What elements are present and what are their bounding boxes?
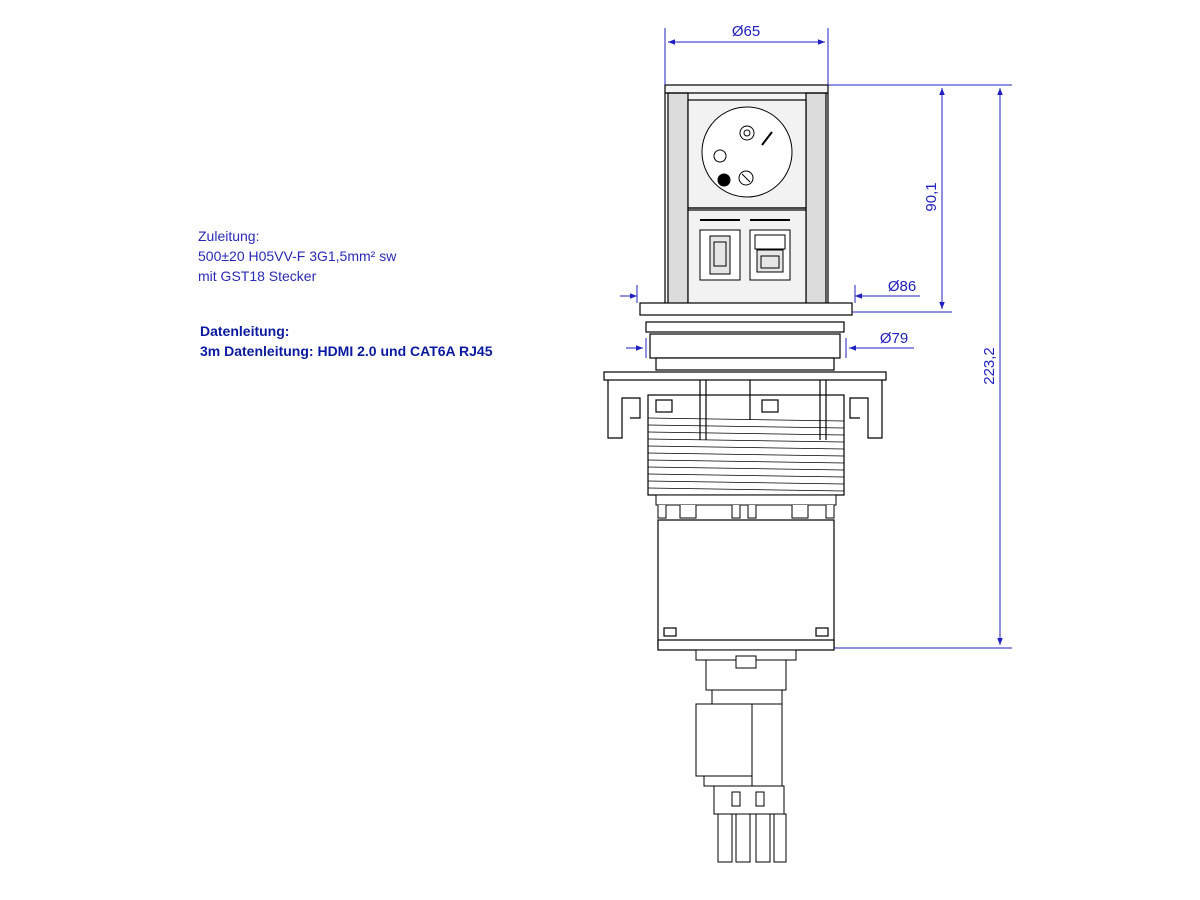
- dimension-lines: [620, 28, 1012, 649]
- supply-cable-note: Zuleitung: 500±20 H05VV-F 3G1,5mm² sw mi…: [198, 226, 396, 286]
- dimension-total-height: 223,2: [981, 347, 998, 385]
- lower-housing: [657, 519, 835, 651]
- supply-note-plug: mit GST18 Stecker: [198, 268, 317, 284]
- data-cable-note: Datenleitung: 3m Datenleitung: HDMI 2.0 …: [200, 321, 492, 361]
- rj45-port-icon: [749, 229, 791, 281]
- mounting-clamp: [603, 371, 887, 496]
- dimension-flange-inner: Ø79: [880, 330, 908, 347]
- dimension-flange-outer: Ø86: [888, 278, 916, 295]
- clamp-teeth: [655, 494, 837, 519]
- thread-lines: [647, 417, 845, 492]
- power-socket-icon: [701, 106, 793, 198]
- data-note-spec: 3m Datenleitung: HDMI 2.0 und CAT6A RJ45: [200, 343, 493, 359]
- flange: [639, 302, 853, 371]
- dimension-upper-height: 90,1: [923, 182, 940, 211]
- dimension-top-width: Ø65: [732, 23, 760, 40]
- gst18-plug: [695, 649, 797, 863]
- supply-note-title: Zuleitung:: [198, 228, 260, 244]
- data-ports: [699, 219, 791, 281]
- data-note-title: Datenleitung:: [200, 323, 290, 339]
- supply-note-spec: 500±20 H05VV-F 3G1,5mm² sw: [198, 248, 397, 264]
- hdmi-port-icon: [699, 229, 741, 281]
